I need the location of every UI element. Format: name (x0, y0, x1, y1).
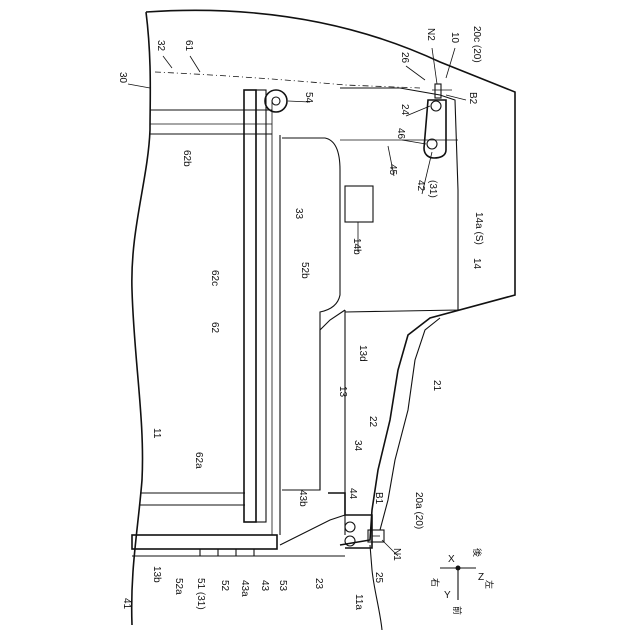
label-B1: B1 (373, 492, 384, 505)
label-53: 53 (277, 580, 288, 592)
label-B2: B2 (467, 92, 478, 105)
label-41: 41 (121, 598, 132, 610)
vertical-member-62 (244, 90, 256, 522)
label-22: 22 (367, 416, 378, 428)
label-52a: 52a (173, 578, 184, 595)
label-N2: N2 (425, 28, 436, 41)
label-11: 11 (151, 428, 162, 439)
label-14b: 14b (351, 238, 362, 255)
label-14a: 14a (S) (473, 212, 484, 245)
label-51-31: 51 (31) (195, 578, 206, 610)
label-62c: 62c (209, 270, 220, 286)
housing-14 (340, 88, 458, 312)
label-13d: 13d (357, 345, 368, 362)
label-61: 61 (183, 40, 194, 52)
label-44: 44 (347, 488, 358, 500)
reference-line-61 (155, 72, 420, 88)
label-14: 14 (471, 258, 482, 270)
label-23: 23 (313, 578, 324, 590)
label-25: 25 (373, 572, 384, 584)
dir-front: 前 (451, 606, 463, 615)
label-34: 34 (352, 440, 363, 452)
axis-z-dot (456, 566, 461, 571)
label-62a: 62a (193, 452, 204, 469)
outer-frame-outline (132, 10, 515, 625)
dir-right: 右 (429, 578, 441, 587)
label-46: 46 (395, 128, 406, 140)
label-20c: 20c (20) (471, 26, 482, 63)
bolt-b2 (435, 84, 441, 98)
label-52b: 52b (299, 262, 310, 279)
box-34 (282, 138, 340, 490)
label-43b: 43b (297, 490, 308, 507)
label-26: 26 (399, 52, 410, 64)
label-31: (31) (427, 180, 438, 198)
pivot-42 (427, 139, 437, 149)
frame-22 (320, 310, 345, 535)
roller-54 (265, 90, 287, 112)
label-13: 13 (337, 386, 348, 398)
label-43: 43 (259, 580, 270, 592)
axis-x-label: X (448, 554, 455, 565)
bottom-bracket-53 (200, 549, 254, 556)
label-43a: 43a (239, 580, 250, 597)
tab-14b (345, 186, 373, 222)
label-30: 30 (117, 72, 128, 84)
label-33: 33 (293, 208, 304, 220)
link-46 (424, 100, 446, 158)
bracket-43b (328, 493, 372, 548)
label-62b: 62b (181, 150, 192, 167)
label-11a: 11a (353, 594, 364, 610)
axis-y-label: Y (444, 590, 451, 601)
bolt-44-top (345, 522, 355, 532)
dir-rear: 後 (471, 548, 483, 557)
direction-indicator: 右 X 後 Z 左 Y 前 (429, 548, 495, 615)
bolt-44-bottom (345, 536, 355, 546)
brace-43a (280, 515, 345, 545)
label-20a: 20a (20) (413, 492, 424, 529)
label-13b: 13b (151, 566, 162, 583)
label-10: 10 (449, 32, 460, 44)
lower-frame-curve (370, 545, 382, 630)
label-21: 21 (431, 380, 442, 392)
label-24: 24 (399, 104, 410, 116)
dir-left: 左 (483, 580, 495, 589)
label-62: 62 (209, 322, 220, 334)
bottom-member-13b (132, 535, 277, 549)
vertical-member-33 (256, 90, 266, 522)
pivot-24 (431, 101, 441, 111)
label-52: 52 (219, 580, 230, 592)
roller-54-hub (272, 97, 280, 105)
label-32: 32 (155, 40, 166, 52)
